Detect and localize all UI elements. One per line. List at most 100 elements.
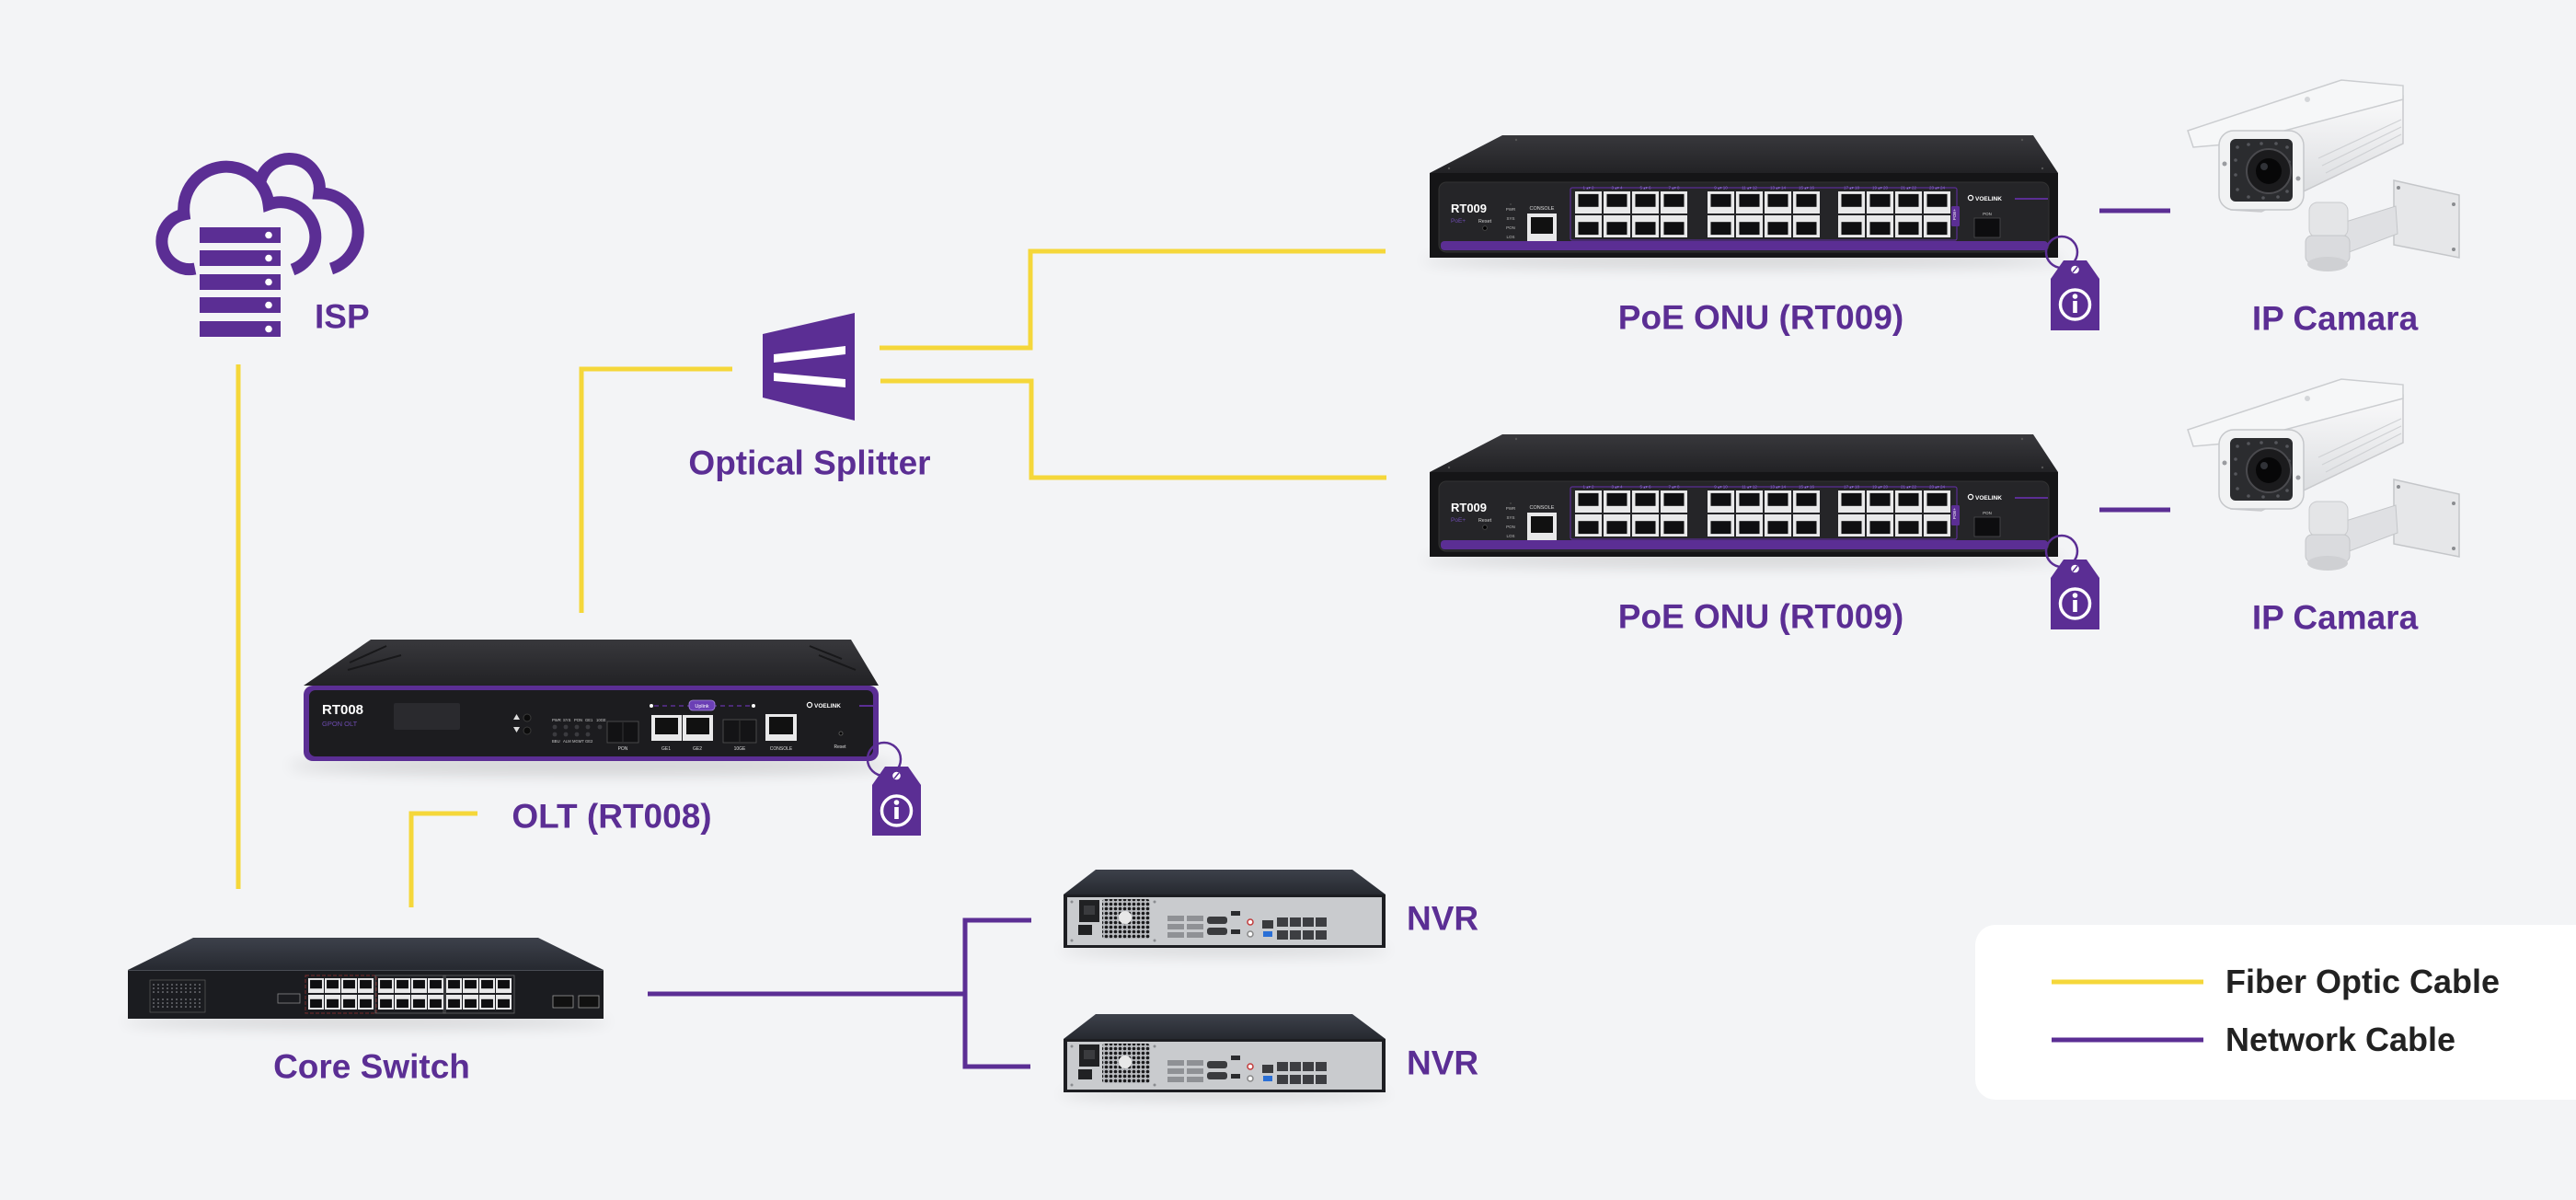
poe-tag-label: POE+ bbox=[1952, 508, 1957, 520]
reset-button bbox=[1482, 225, 1488, 231]
led-label: SYS bbox=[1506, 515, 1514, 520]
onu-pon-port: PON bbox=[1973, 511, 2001, 537]
port-label: PON bbox=[1983, 511, 1992, 515]
ip-camera-1 bbox=[2187, 79, 2460, 271]
isp-label: ISP bbox=[315, 297, 370, 336]
port-number-label: 3 ▴▾ 4 bbox=[1611, 485, 1623, 490]
rj45-port bbox=[479, 995, 495, 1010]
rj45-port bbox=[1867, 514, 1893, 537]
rj45-port bbox=[463, 995, 478, 1010]
led-label: PWR bbox=[552, 718, 561, 722]
onu-accent-stripe bbox=[1441, 241, 2048, 250]
rj45-port bbox=[1895, 514, 1922, 537]
rj45-port bbox=[1736, 514, 1763, 537]
poe-onu-1: RT009 PoE+ Reset PWR SYS PON LOS CONSOLE… bbox=[1430, 135, 2099, 330]
front-cloud-outline bbox=[155, 160, 322, 276]
onu-model: RT009 bbox=[1451, 501, 1487, 514]
rj45-port bbox=[1604, 514, 1630, 537]
port-number-label: 9 ▴▾ 10 bbox=[1714, 485, 1728, 490]
rj45-port bbox=[1765, 514, 1791, 537]
port-number-label: 13 ▴▾ 14 bbox=[1770, 186, 1787, 190]
splitter-body bbox=[763, 313, 855, 421]
port-number-label: 11 ▴▾ 12 bbox=[1742, 186, 1757, 190]
info-tag-icon[interactable] bbox=[2044, 235, 2099, 330]
info-tag-icon[interactable] bbox=[866, 741, 921, 836]
rj45-port bbox=[411, 978, 427, 993]
onu-poe-tag: POE+ bbox=[1951, 505, 1960, 525]
fiber-cable-core-switch-to-olt bbox=[408, 811, 477, 907]
splitter-path-upper bbox=[774, 346, 845, 363]
rj45-port bbox=[446, 995, 462, 1010]
camera-wall-plate bbox=[2393, 179, 2460, 259]
legend bbox=[1975, 925, 2576, 1100]
led-label: SYS bbox=[563, 718, 571, 722]
port-number-label: 7 ▴▾ 8 bbox=[1668, 186, 1680, 190]
brand-name: VOELINK bbox=[814, 703, 841, 710]
rj45-port bbox=[1575, 215, 1602, 237]
rj45-port bbox=[1736, 215, 1763, 237]
olt-ge2-port: GE2 bbox=[683, 715, 713, 752]
onu-subtitle: PoE+ bbox=[1451, 218, 1466, 225]
poe-tag-label: POE+ bbox=[1952, 209, 1957, 221]
port-label: GE2 bbox=[693, 746, 702, 752]
nvr-2-label: NVR bbox=[1407, 1044, 1479, 1082]
rj45-port bbox=[395, 978, 410, 993]
port-number-label: 5 ▴▾ 6 bbox=[1639, 485, 1651, 490]
port-label: PON bbox=[618, 746, 628, 752]
network-cable-to-nvrs bbox=[962, 917, 1031, 1069]
olt-down-button bbox=[523, 726, 532, 735]
nvr-io-connectors bbox=[1167, 911, 1273, 938]
camera-wall-plate bbox=[2393, 479, 2460, 558]
olt-lcd-display bbox=[394, 703, 460, 730]
port-number-label: 19 ▴▾ 20 bbox=[1872, 186, 1889, 190]
port-label: CONSOLE bbox=[1530, 505, 1555, 511]
switch-console-port bbox=[277, 993, 301, 1004]
nvr-1-label: NVR bbox=[1407, 899, 1479, 938]
rj45-port bbox=[1895, 215, 1922, 237]
rj45-port bbox=[1736, 191, 1763, 213]
rj45-port bbox=[1708, 490, 1734, 513]
info-tag-icon[interactable] bbox=[2044, 534, 2099, 629]
switch-led-matrix bbox=[149, 979, 206, 1013]
fiber-cable-olt-to-splitter bbox=[579, 366, 732, 613]
switch-rj45-ports bbox=[308, 978, 512, 1010]
rj45-port bbox=[358, 995, 374, 1010]
fiber-cable-splitter-to-onu-1 bbox=[880, 248, 1386, 351]
port-number-label: 3 ▴▾ 4 bbox=[1611, 186, 1623, 190]
port-number-label: 17 ▴▾ 18 bbox=[1844, 186, 1860, 190]
led-label: PWR bbox=[1506, 207, 1516, 212]
rj45-port bbox=[446, 978, 462, 993]
rj45-port bbox=[411, 995, 427, 1010]
onu-subtitle: PoE+ bbox=[1451, 517, 1466, 524]
led-label: PON bbox=[1506, 525, 1515, 529]
reset-button bbox=[838, 731, 844, 736]
camera-joint bbox=[2308, 501, 2349, 537]
port-number-label: 1 ▴▾ 2 bbox=[1582, 186, 1594, 190]
uplink-badge bbox=[688, 699, 716, 711]
olt-reset: Reset bbox=[834, 731, 846, 750]
rj45-port bbox=[1765, 490, 1791, 513]
server-stack-icon bbox=[200, 227, 281, 337]
onu-brand: VOELINK bbox=[1967, 194, 2048, 202]
olt-nav-buttons bbox=[513, 713, 532, 735]
olt-model: RT008 bbox=[322, 702, 363, 718]
rj45-port bbox=[463, 978, 478, 993]
nvr-top-face bbox=[1064, 1014, 1386, 1039]
port-number-label: 1 ▴▾ 2 bbox=[1582, 485, 1594, 490]
port-label: PON bbox=[1983, 212, 1992, 216]
rj45-port bbox=[378, 995, 394, 1010]
brand-logo-icon bbox=[806, 701, 813, 709]
rj45-port bbox=[395, 995, 410, 1010]
port-number-label: 23 ▴▾ 24 bbox=[1929, 186, 1946, 190]
optical-splitter-label: Optical Splitter bbox=[688, 444, 931, 482]
onu-poe-tag: POE+ bbox=[1951, 206, 1960, 226]
nvr-ethernet-ports bbox=[1277, 917, 1327, 940]
rj45-port bbox=[1793, 191, 1820, 213]
port-number-label: 15 ▴▾ 16 bbox=[1799, 186, 1815, 190]
down-arrow-icon bbox=[513, 727, 520, 733]
rj45-port bbox=[496, 995, 512, 1010]
led-label: GE2 bbox=[585, 739, 593, 744]
led-label: ALM bbox=[563, 739, 571, 744]
rj45-port bbox=[1575, 514, 1602, 537]
